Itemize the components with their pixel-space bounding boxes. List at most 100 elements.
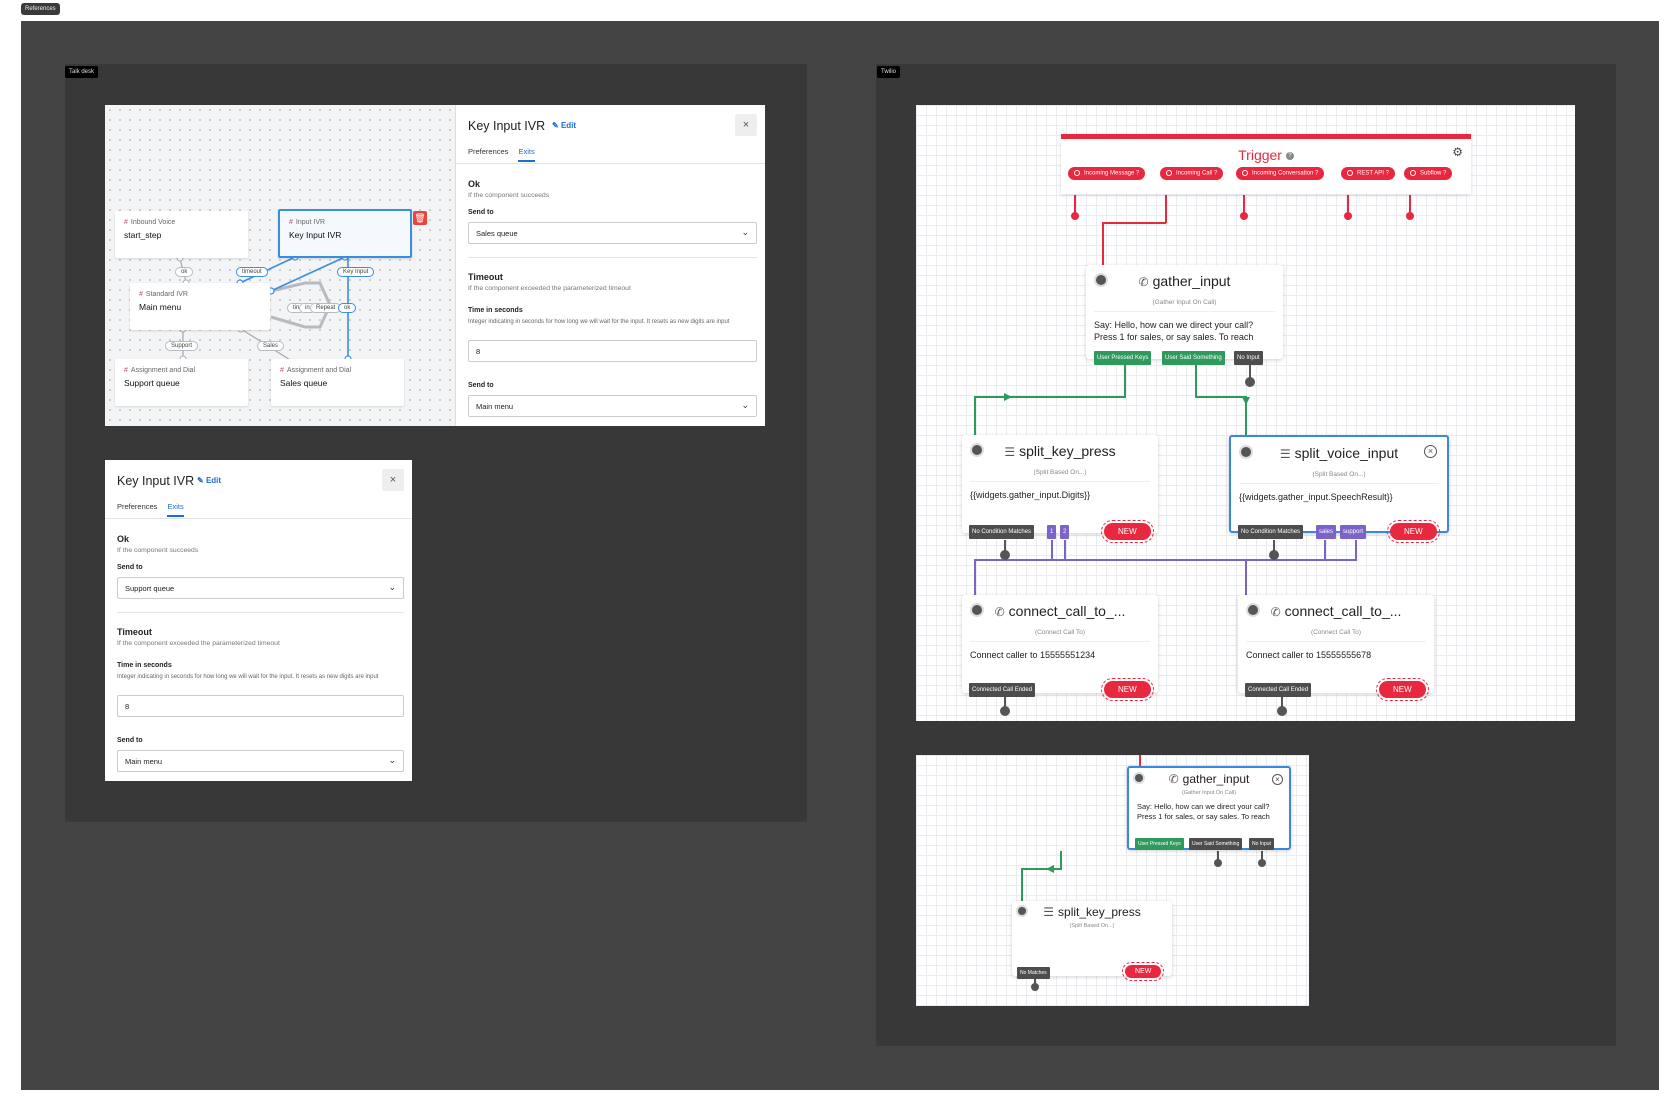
delete-node-button[interactable]: 🗑	[413, 211, 427, 225]
input-port[interactable]	[1018, 907, 1026, 915]
port-no-matches[interactable]: No Matches	[1017, 967, 1050, 979]
port-connected-call-ended[interactable]: Connected Call Ended	[969, 683, 1036, 697]
port-user-said-something[interactable]: User Said Something	[1162, 351, 1225, 365]
split-icon: ☰	[1004, 445, 1016, 459]
node-key-input-ivr[interactable]: #Input IVR Key Input IVR	[278, 209, 412, 258]
chevron-down-icon: ⌄	[741, 227, 749, 237]
timeout-send-to-select[interactable]: Main menu⌄	[468, 395, 757, 417]
port-no-input[interactable]: No Input	[1234, 351, 1263, 365]
time-in-seconds-input[interactable]: 8	[117, 695, 404, 717]
tab-exits[interactable]: Exits	[518, 147, 535, 162]
trigger-widget[interactable]: Trigger ? ⚙	[1061, 134, 1471, 194]
time-in-seconds-input[interactable]: 8	[468, 340, 757, 362]
edge-label-ok[interactable]: ok	[175, 267, 194, 277]
port-1[interactable]: 1	[1047, 525, 1057, 539]
widget-connect-call-2[interactable]: ✆connect_call_to_... (Connect Call To) C…	[1238, 595, 1434, 693]
input-port[interactable]	[1241, 447, 1251, 457]
port-connected-call-ended[interactable]: Connected Call Ended	[1245, 683, 1312, 697]
widget-split-key-press-detail[interactable]: ☰split_key_press (Split Based On...)	[1012, 901, 1172, 976]
ok-section-title: Ok	[468, 179, 481, 189]
edge-label-repeat[interactable]: Repeat	[310, 303, 342, 313]
ok-send-to-select[interactable]: Sales queue⌄	[468, 222, 757, 244]
select-value: Main menu	[125, 757, 163, 766]
port-2[interactable]: 2	[1060, 525, 1070, 539]
new-button[interactable]: NEW	[1376, 678, 1429, 701]
close-circle-icon[interactable]: ×	[1424, 445, 1437, 458]
new-button[interactable]: NEW	[1121, 962, 1165, 981]
port-no-condition-matches[interactable]: No Condition Matches	[1238, 525, 1304, 539]
edit-button[interactable]: ✎ Edit	[197, 476, 222, 485]
edge-label-sales[interactable]: Sales	[257, 341, 285, 351]
node-kind: Assignment and Dial	[286, 367, 352, 374]
timeout-section-title: Timeout	[117, 627, 152, 637]
node-name: Main menu	[139, 302, 182, 312]
node-name: Key Input IVR	[289, 230, 342, 240]
widget-split-key-press[interactable]: ☰split_key_press (Split Based On...) {{w…	[962, 435, 1158, 533]
node-kind: Standard IVR	[145, 291, 188, 298]
pill-label: Incoming Message	[1084, 170, 1135, 177]
port-no-input[interactable]: No Input	[1249, 838, 1274, 850]
node-support-queue[interactable]: #Assignment and Dial Support queue	[115, 359, 248, 406]
node-main-menu[interactable]: #Standard IVR Main menu	[130, 283, 270, 330]
new-button[interactable]: NEW	[1101, 520, 1154, 543]
close-button[interactable]: ×	[735, 114, 757, 136]
input-port[interactable]	[972, 445, 982, 455]
new-button[interactable]: NEW	[1387, 520, 1440, 543]
timeout-send-to-label: Send to	[468, 382, 494, 389]
trigger-incoming-call[interactable]: Incoming Call ?	[1160, 167, 1224, 180]
close-circle-icon[interactable]: ×	[1272, 774, 1283, 785]
trigger-incoming-message[interactable]: Incoming Message ?	[1068, 167, 1146, 180]
timeout-send-to-select[interactable]: Main menu⌄	[117, 750, 404, 772]
widget-body: Connect caller to 15555555678	[1246, 650, 1372, 660]
tab-preferences[interactable]: Preferences	[468, 147, 509, 156]
time-in-seconds-label: Time in seconds	[117, 662, 172, 669]
widget-gather-input[interactable]: ✆gather_input (Gather Input On Call) Say…	[1086, 265, 1283, 359]
widget-gather-input-detail[interactable]: ✆gather_input × (Gather Input On Call) S…	[1127, 766, 1291, 850]
trash-icon: 🗑	[414, 213, 426, 223]
widget-connect-call-1[interactable]: ✆connect_call_to_... (Connect Call To) C…	[962, 595, 1158, 693]
pill-label: REST API	[1357, 170, 1384, 177]
tab-exits[interactable]: Exits	[167, 502, 184, 517]
input-port[interactable]	[972, 605, 982, 615]
ok-send-to-select[interactable]: Support queue⌄	[117, 577, 404, 599]
input-port[interactable]	[1135, 774, 1143, 782]
tab-divider	[105, 518, 412, 519]
port-sales[interactable]: sales	[1316, 525, 1337, 539]
node-start-step[interactable]: #Inbound Voice start_step	[115, 211, 248, 258]
trigger-incoming-conversation[interactable]: Incoming Conversation ?	[1236, 167, 1325, 180]
panel-title: Key Input IVR	[468, 119, 546, 133]
trigger-rest-api[interactable]: REST API ?	[1341, 167, 1395, 180]
port-user-pressed-keys[interactable]: User Pressed Keys	[1094, 351, 1152, 365]
tab-preferences[interactable]: Preferences	[117, 502, 158, 511]
input-port[interactable]	[1248, 605, 1258, 615]
node-sales-queue[interactable]: #Assignment and Dial Sales queue	[271, 359, 404, 406]
twilio-detail-canvas[interactable]: ✆gather_input × (Gather Input On Call) S…	[916, 755, 1309, 1006]
gear-icon[interactable]: ⚙	[1452, 145, 1463, 159]
panel-tabs: Preferences Exits	[117, 502, 194, 517]
edge-label-key-input[interactable]: Key Input	[337, 267, 375, 277]
port-support[interactable]: support	[1340, 525, 1367, 539]
edge-label-ok-2[interactable]: ok	[338, 303, 357, 313]
widget-body: Say: Hello, how can we direct your call?…	[1094, 320, 1254, 342]
trigger-subflow[interactable]: Subflow ?	[1404, 167, 1453, 180]
help-icon: ?	[1315, 170, 1319, 177]
help-icon[interactable]: ?	[1285, 152, 1294, 161]
edge-label-support[interactable]: Support	[165, 341, 199, 351]
edit-button[interactable]: ✎ Edit	[552, 121, 577, 130]
port-no-condition-matches[interactable]: No Condition Matches	[969, 525, 1035, 539]
new-button[interactable]: NEW	[1101, 678, 1154, 701]
trigger-title: Trigger	[1238, 147, 1282, 163]
widget-split-voice-input[interactable]: ☰split_voice_input × (Split Based On...)…	[1229, 435, 1449, 533]
port-user-said-something[interactable]: User Said Something	[1189, 838, 1243, 850]
twilio-flow-canvas[interactable]: Trigger ? ⚙ Incoming Message ? Incoming …	[916, 105, 1575, 721]
input-port[interactable]	[1096, 275, 1106, 285]
port-user-pressed-keys[interactable]: User Pressed Keys	[1135, 838, 1184, 850]
timeout-send-to-label: Send to	[117, 737, 143, 744]
close-button[interactable]: ×	[382, 469, 404, 491]
help-icon: ?	[1136, 170, 1140, 177]
pill-label: Subflow	[1420, 170, 1442, 177]
talkdesk-flow-canvas[interactable]: #Inbound Voice start_step #Input IVR Key…	[105, 105, 455, 426]
widget-body: Say: Hello, how can we direct your call?…	[1137, 802, 1270, 821]
edge-label-timeout[interactable]: timeout	[236, 267, 268, 277]
